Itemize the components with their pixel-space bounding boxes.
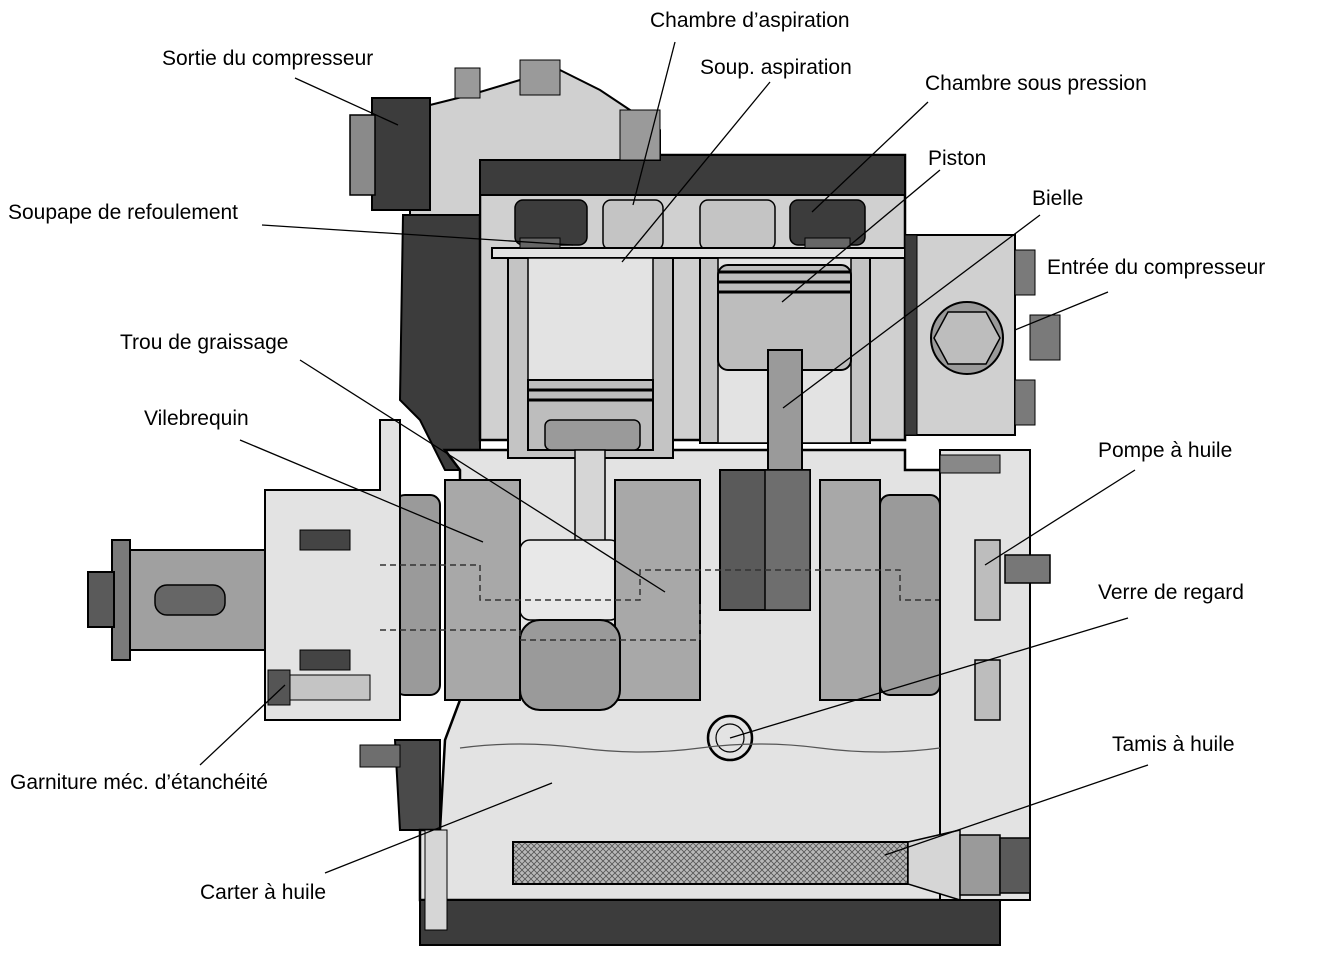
label-soupape-refoulement: Soupape de refoulement	[8, 201, 239, 224]
label-soup-aspiration: Soup. aspiration	[700, 56, 852, 79]
bearing-left	[394, 494, 441, 696]
label-entree-compresseur: Entrée du compresseur	[1047, 256, 1266, 279]
label-pompe-huile: Pompe à huile	[1098, 439, 1233, 462]
oil-pump-bolt	[1004, 554, 1051, 584]
leader-tamis-huile	[884, 764, 1149, 856]
chamber-aspiration-left	[602, 199, 664, 251]
label-bielle: Bielle	[1032, 187, 1084, 210]
leader-chambre-aspiration	[632, 41, 676, 206]
crankshaft-web-left	[444, 479, 521, 701]
leader-soupape-refoulement	[261, 224, 574, 246]
label-verre-regard: Verre de regard	[1098, 581, 1244, 604]
leader-vilebrequin	[239, 439, 484, 543]
leader-piston	[781, 169, 941, 303]
seal-ring	[267, 669, 291, 706]
label-tamis-huile: Tamis à huile	[1112, 733, 1235, 756]
label-vilebrequin: Vilebrequin	[144, 407, 249, 430]
oil-passage	[380, 564, 990, 601]
label-chambre-sous-pression: Chambre sous pression	[925, 72, 1147, 95]
label-chambre-aspiration: Chambre d’aspiration	[650, 9, 850, 32]
housing-lower-left	[393, 739, 441, 831]
label-sortie-compresseur: Sortie du compresseur	[162, 47, 374, 70]
oil-sump	[419, 899, 1001, 946]
leader-chambre-sous-pression	[811, 101, 929, 213]
leader-entree	[1014, 291, 1109, 331]
front-housing	[264, 419, 401, 721]
oil-strainer	[512, 841, 909, 885]
leader-garniture	[199, 684, 286, 766]
leader-verre-regard	[729, 617, 1129, 739]
label-piston: Piston	[928, 147, 987, 170]
leader-pompe-huile	[984, 469, 1136, 566]
oil-level	[459, 743, 941, 753]
leader-sortie	[294, 77, 399, 126]
leader-carter-huile	[324, 782, 553, 874]
label-trou-graissage: Trou de graissage	[120, 331, 289, 354]
bearing-right	[879, 494, 941, 696]
label-garniture: Garniture méc. d’étanchéité	[10, 771, 268, 794]
chamber-aspiration-right	[699, 199, 776, 251]
leader-bielle	[782, 214, 1041, 409]
outlet-flange-dark	[371, 97, 431, 211]
shaft-nut	[87, 571, 115, 628]
leader-trou-graissage	[299, 359, 666, 593]
label-carter-huile: Carter à huile	[200, 881, 327, 904]
leader-lines	[199, 41, 1149, 874]
leader-soup-aspiration	[621, 81, 771, 263]
